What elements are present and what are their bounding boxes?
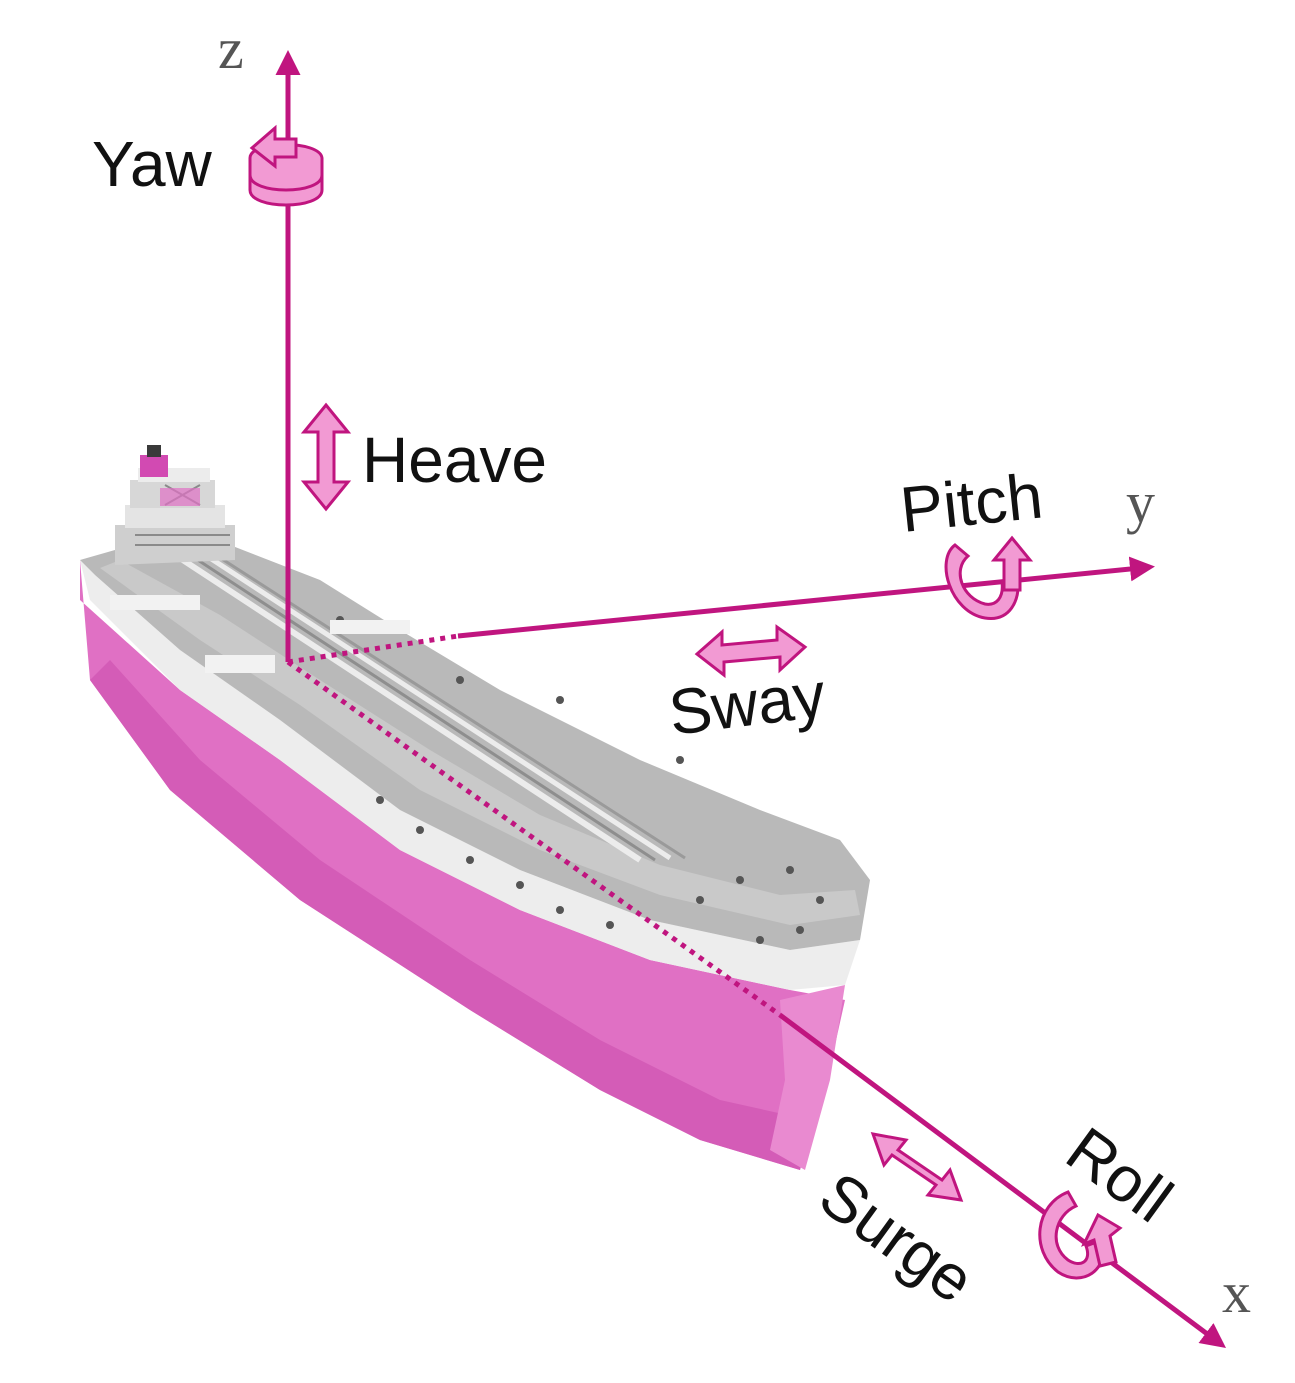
surge-label: Surge bbox=[807, 1158, 987, 1317]
ship-pipeline-1 bbox=[158, 542, 642, 863]
pitch-rotation-icon bbox=[944, 535, 1034, 620]
ship-pipeline-4 bbox=[204, 546, 686, 860]
z-axis-label: z bbox=[218, 16, 244, 81]
y-axis-label: y bbox=[1126, 470, 1155, 535]
surge-arrow-icon bbox=[870, 1132, 964, 1202]
heave-arrow-icon bbox=[300, 402, 352, 512]
x-axis-line bbox=[778, 1012, 1227, 1348]
x-axis-label: x bbox=[1222, 1260, 1251, 1325]
pitch-label: Pitch bbox=[897, 459, 1046, 545]
roll-label: Roll bbox=[1054, 1113, 1186, 1236]
yaw-rotation-icon bbox=[248, 124, 324, 207]
sway-arrow-icon bbox=[694, 624, 808, 679]
ship-deck-fittings bbox=[336, 616, 824, 944]
ship-deck-box-1 bbox=[205, 655, 275, 673]
x-axis-dotted bbox=[286, 659, 782, 1018]
ship-hull bbox=[80, 560, 845, 1170]
y-axis-line bbox=[457, 556, 1155, 639]
sway-label: Sway bbox=[665, 658, 829, 749]
heave-label: Heave bbox=[362, 424, 547, 496]
ship-bow bbox=[770, 985, 845, 1170]
y-axis-dotted bbox=[287, 633, 459, 665]
ship-pipeline-2 bbox=[174, 543, 656, 862]
ship-superstructure bbox=[115, 445, 235, 565]
yaw-label: Yaw bbox=[92, 128, 213, 200]
ship-hull-shadow bbox=[90, 660, 810, 1170]
ship-deck-box-3 bbox=[330, 620, 410, 634]
ship bbox=[80, 445, 870, 1170]
roll-rotation-icon bbox=[1038, 1190, 1123, 1280]
ship-deck-box-2 bbox=[110, 595, 200, 610]
ship-deck bbox=[80, 540, 870, 950]
ship-pipeline-3 bbox=[188, 542, 672, 861]
